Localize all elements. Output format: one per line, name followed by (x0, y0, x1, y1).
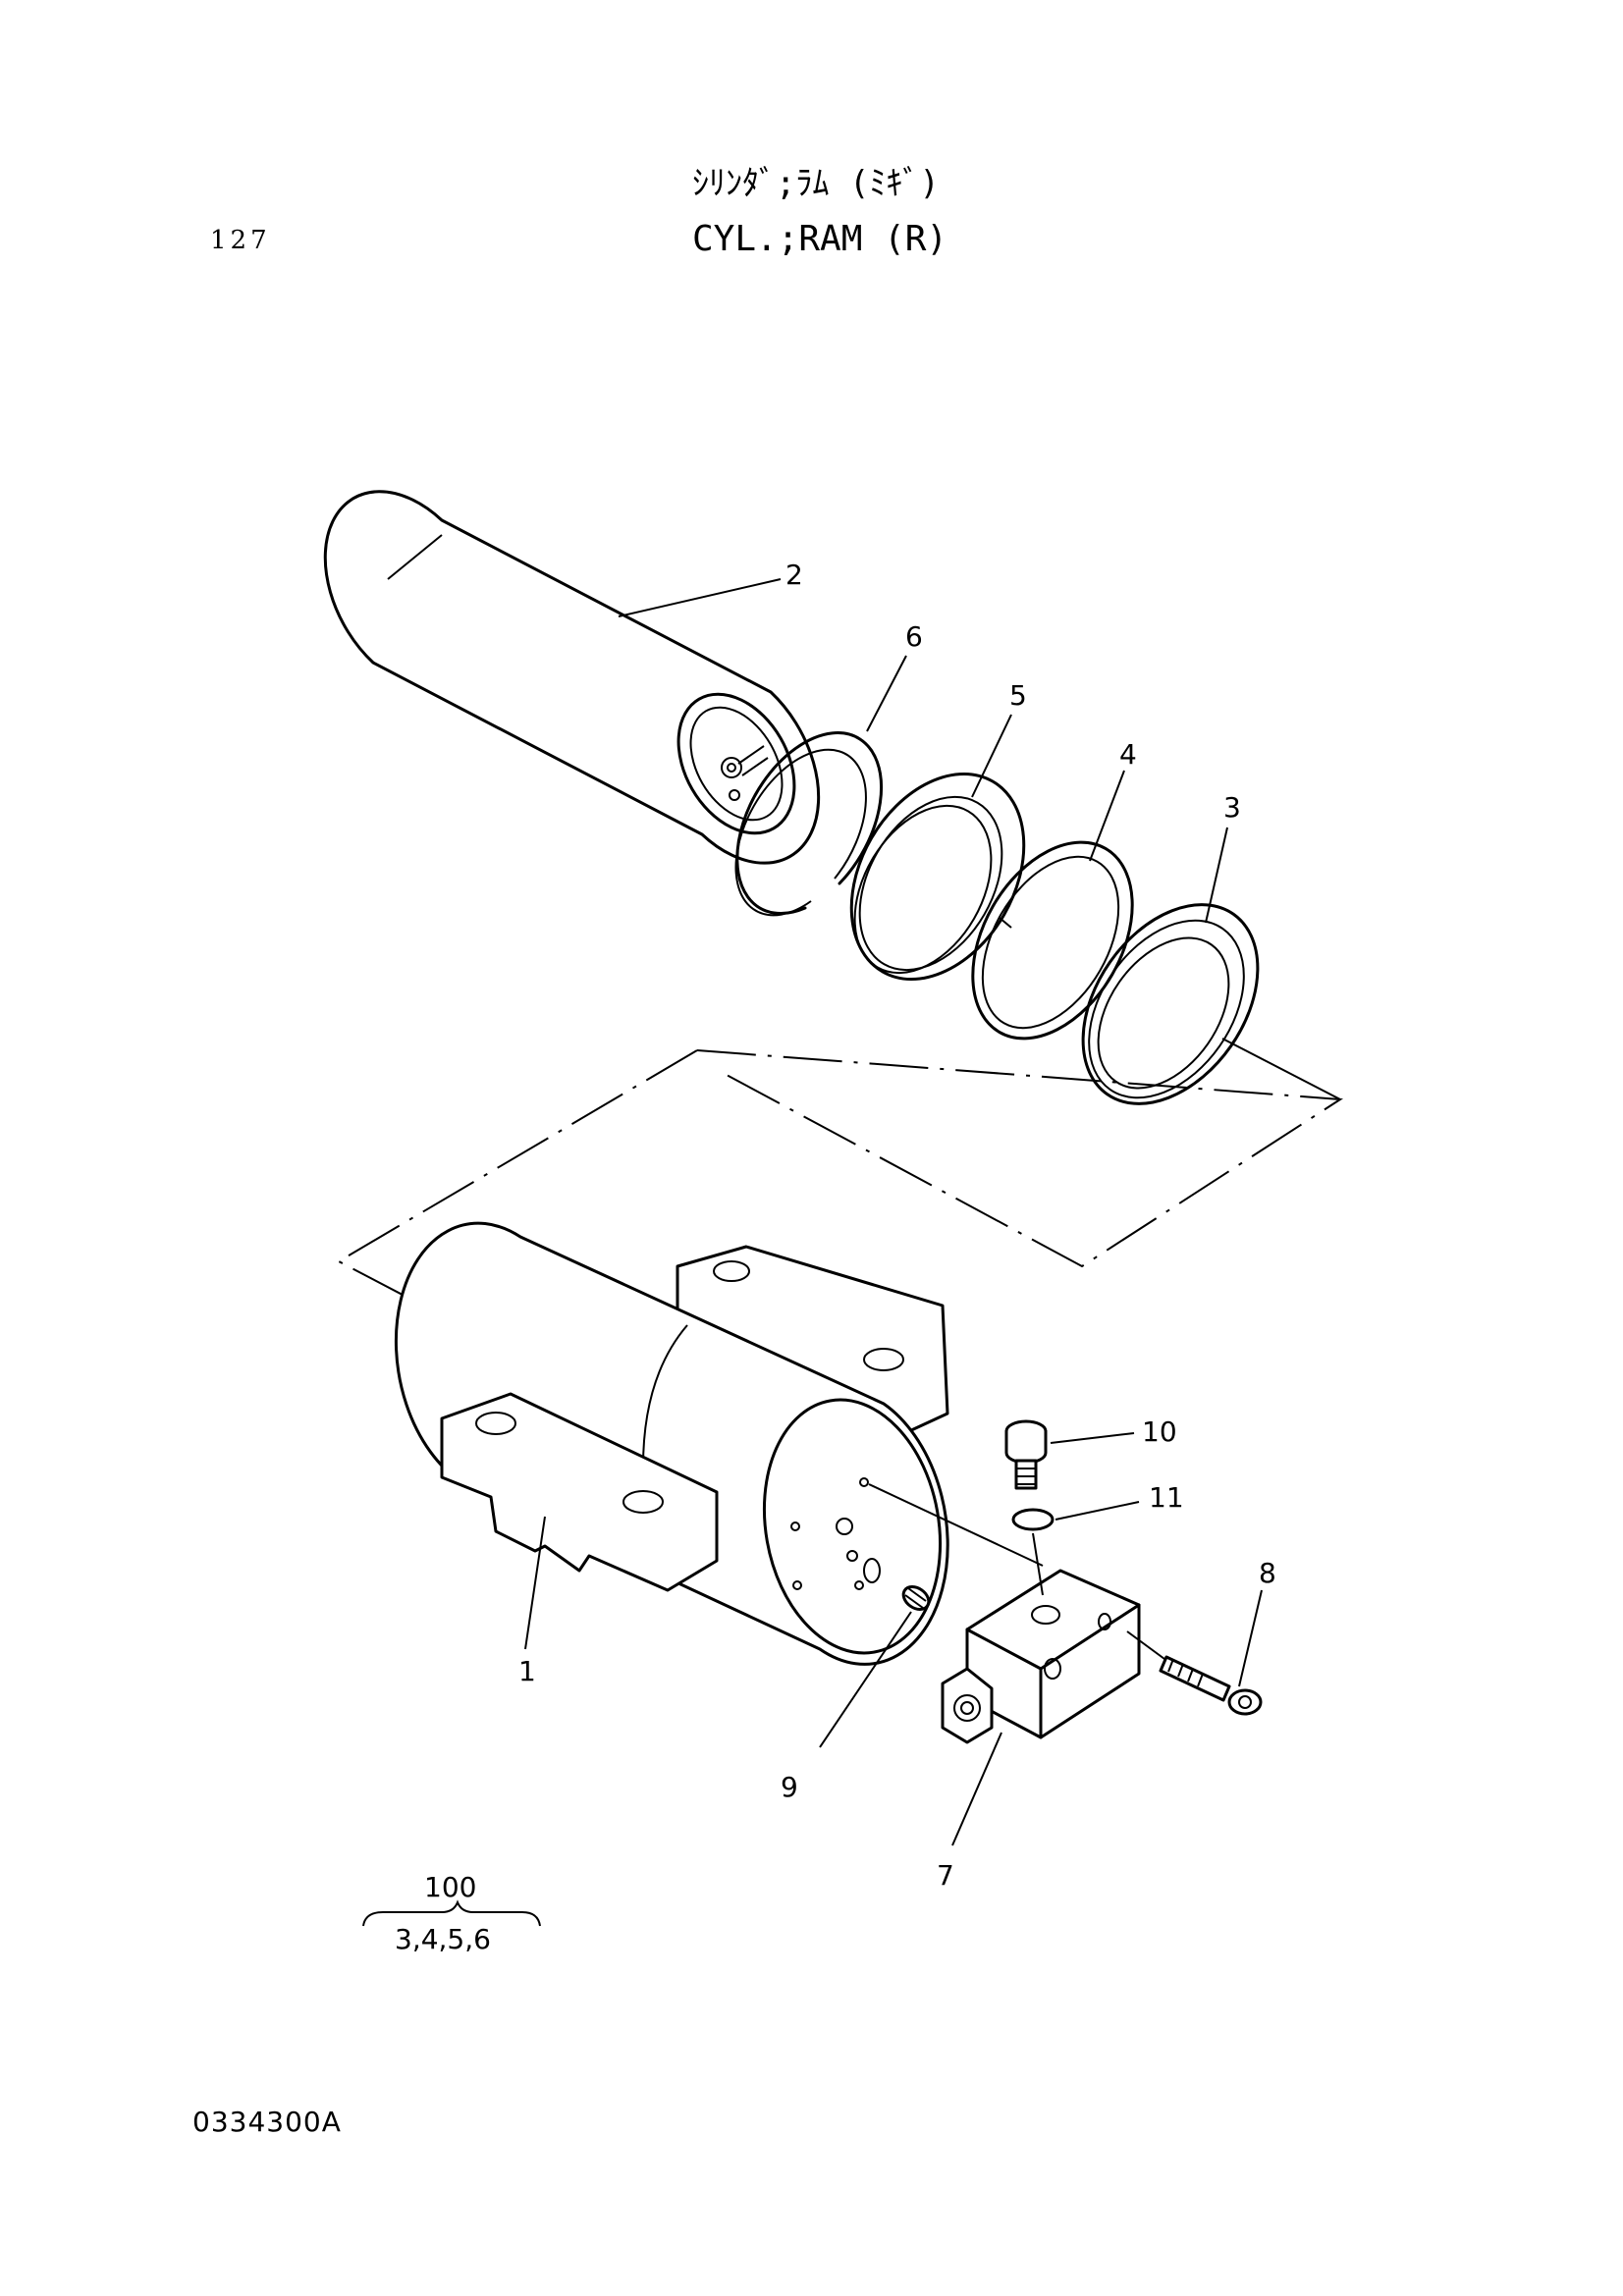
title-japanese: ｼﾘﾝﾀﾞ;ﾗﾑ (ﾐｷﾞ) (692, 164, 940, 203)
callout-2: 2 (785, 559, 803, 591)
callout-6: 6 (905, 620, 923, 653)
leader-lines (524, 578, 1263, 1846)
callout-9: 9 (781, 1771, 798, 1803)
part-ram (323, 490, 821, 865)
part-check-plug (1004, 1419, 1048, 1490)
part-bolt (1159, 1655, 1263, 1716)
part-snap-ring (734, 731, 884, 917)
kit-reference: 100 3,4,5,6 (362, 1871, 541, 1955)
part-o-ring (1011, 1508, 1055, 1531)
part-wiper-ring (1081, 903, 1260, 1105)
document-code: 0334300A (192, 2106, 342, 2138)
page-number: 127 (210, 226, 271, 255)
callout-3: 3 (1223, 791, 1241, 824)
title-english: CYL.;RAM (R) (692, 219, 948, 259)
callout-4: 4 (1119, 738, 1137, 771)
part-valve-block (941, 1569, 1141, 1744)
assembly-boundary (336, 1038, 1344, 1316)
kit-number: 100 (424, 1871, 476, 1903)
callout-10: 10 (1142, 1415, 1177, 1448)
callout-8: 8 (1259, 1557, 1276, 1589)
callout-7: 7 (937, 1859, 954, 1892)
part-cylinder-body (394, 1221, 949, 1666)
callout-1: 1 (518, 1655, 536, 1687)
kit-parts: 3,4,5,6 (395, 1923, 491, 1955)
part-plug (901, 1585, 931, 1611)
callout-11: 11 (1149, 1481, 1184, 1514)
part-bushing (849, 772, 1026, 982)
part-backup-ring (971, 840, 1134, 1041)
callout-5: 5 (1009, 679, 1027, 712)
